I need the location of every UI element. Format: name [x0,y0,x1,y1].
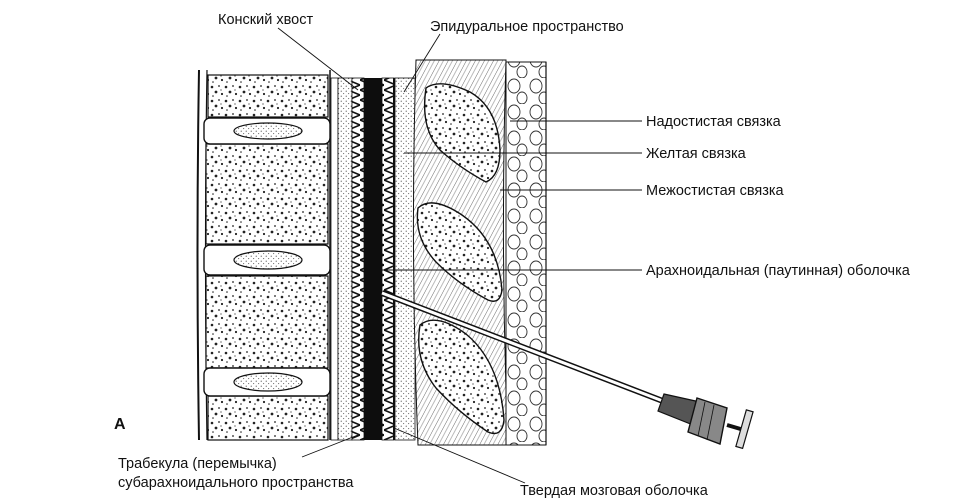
posterior-longitudinal-ligament [330,77,339,441]
labels: Конский хвост Эпидуральное пространство … [114,12,911,499]
leader-epidural-space [403,33,441,93]
cauda-equina-bundle [364,78,382,440]
label-dura-mater: Твердая мозговая оболочка [520,483,709,499]
label-arachnoid: Арахноидальная (паутинная) оболочка [646,263,911,279]
spinous-process-3 [418,319,505,435]
label-interspinous-ligament: Межостистая связка [646,183,785,199]
label-ligamentum-flavum: Желтая связка [646,146,747,162]
leader-dura-mater [393,427,526,484]
vertebral-body-2 [205,143,329,245]
label-trabecula-line2: субарахноидального пространства [118,475,354,491]
trabecula-zone-right [381,77,395,441]
spinous-process-2 [416,202,503,302]
label-supraspinous-ligament: Надостистая связка [646,114,782,130]
label-trabecula-line1: Трабекула (перемычка) [118,456,277,472]
vertebral-column [196,69,331,441]
leader-cauda-equina [277,27,359,91]
panel-letter: A [114,416,126,433]
spinous-process-1 [423,83,501,183]
vertebral-body-3 [205,275,329,369]
spinal-canal [330,77,416,441]
label-cauda-equina: Конский хвост [218,12,313,28]
subcutaneous-tissue [505,61,547,446]
intervertebral-disc-2 [203,244,331,276]
vertebral-body-1 [207,74,329,118]
needle-hub [687,397,728,445]
posterior-elements [412,59,547,446]
intervertebral-disc-1 [203,117,331,145]
leader-trabecula [301,434,359,458]
leader-lines [277,27,642,484]
label-epidural-space: Эпидуральное пространство [430,19,624,35]
intervertebral-disc-3 [203,367,331,397]
anterior-epidural-space [337,77,353,441]
stylet-cap [735,409,754,450]
spinal-needle [380,290,754,450]
trabecula-zone-left [351,77,365,441]
posterior-epidural-space [394,77,416,441]
vertebral-body-4 [207,395,329,441]
